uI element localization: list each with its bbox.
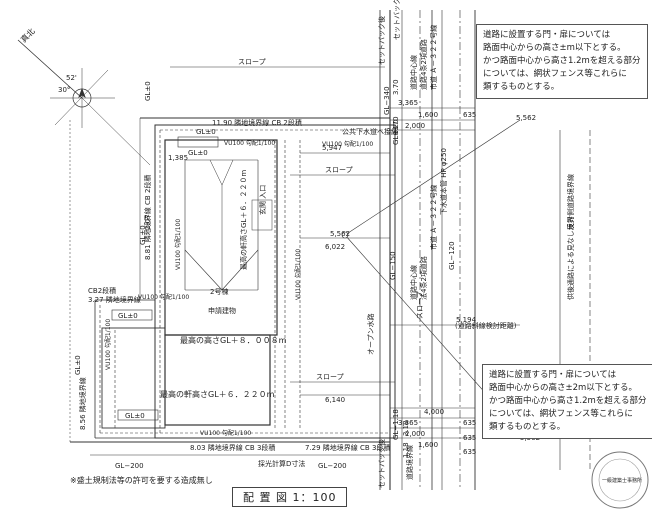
setback-bottom: セットバック後 — [377, 439, 386, 488]
main-gate: 公共下水道へ接続 — [342, 127, 398, 136]
boundary-bottom: 7.29 隣地境界線 CB 3段積 — [305, 443, 390, 452]
gl-minus120: GL−120 — [448, 241, 456, 270]
note-top-line-2: 路面中心からの高さ±m以下とする。 — [483, 43, 626, 53]
dim-635-b2: 635 — [463, 434, 476, 442]
dim-635-b3: 635 — [463, 448, 476, 456]
vu100-g: VU100 勾配1/100 — [104, 319, 112, 370]
dim-5194: 5,194 — [456, 316, 477, 324]
vu100-e: VU100 勾配1/100 — [294, 249, 302, 300]
north-arrow-icon — [17, 39, 151, 166]
dim-6022: 6,022 — [325, 243, 345, 251]
north-label: 真北 — [18, 26, 36, 44]
gl0-far-left-vertical: GL±0 — [139, 225, 147, 245]
gl-minus200-left: GL−200 — [115, 462, 144, 470]
road-kind: 道路4条2項道路 — [419, 39, 428, 90]
dim-1-18: 1.18 — [402, 442, 410, 458]
dim-3365-top: 3,365 — [398, 99, 418, 107]
slope-top: スロープ — [238, 58, 266, 66]
note-top-line-5: 類するものとする。 — [483, 82, 560, 92]
eave-height-2: 最高の軒高さGL＋６．２２０m — [160, 389, 275, 399]
sewer: 下水道本管 HP φ250 — [439, 148, 448, 215]
note-top-line-3: かつ路面中心から高さ1.2mを超える部分 — [483, 56, 641, 66]
vu100-f: VU100 勾配1/100 — [174, 219, 182, 270]
building-kind: 申請建物 — [208, 306, 236, 315]
boundary-bottom-left: 8.03 隣地境界線 CB 3段積 — [190, 443, 275, 452]
road-limit: (道路斜線検討距離) — [455, 321, 517, 330]
note-bottom-line-1: 道路に設置する門・扉については — [489, 370, 617, 380]
note-bottom-line-5: 類するものとする。 — [489, 422, 566, 432]
gl-minus340: GL−340 — [383, 86, 391, 115]
stamp-seal — [591, 451, 649, 509]
gl0-top-vertical: GL±0 — [144, 81, 152, 101]
dim-635-bot: 635 — [463, 419, 476, 427]
storm-line: 供後通路による見なし境界 — [566, 216, 575, 300]
note-bottom-line-4: については、網状フェンス等これらに — [489, 409, 633, 419]
building-no: 2号棟 — [210, 287, 228, 296]
dim-2000-bot: 2,000 — [405, 430, 425, 438]
note-bottom-line-3: かつ路面中心から高さ1.2mを超える部分 — [489, 396, 647, 406]
gl0-left: GL±0 — [118, 312, 138, 320]
road-kind-mid: 法4条2項道路 — [419, 256, 428, 300]
gl0-top: GL±0 — [196, 128, 216, 136]
dim-2000-top: 2,000 — [405, 122, 425, 130]
vu100-c: VU100 勾配1/100 — [138, 293, 189, 301]
cb2-label: CB2段積 — [88, 286, 116, 295]
north-angle-b: 52' — [66, 74, 77, 82]
note-box-top: 道路に設置する門・扉については 路面中心からの高さ±m以下とする。 かつ路面中心… — [476, 24, 648, 99]
dim-370: 3.70 — [392, 79, 400, 95]
vu100-d: VU100 勾配1/100 — [200, 429, 251, 437]
slope-bottom: スロープ — [316, 373, 344, 381]
dim-1600-bot: 1,600 — [418, 441, 438, 449]
road-legend: 道路境界線 — [405, 445, 414, 480]
vu100-b: VU100 勾配1/100 — [322, 140, 373, 148]
dim-5562-mid: 5,562 — [330, 230, 350, 238]
note-top-line-4: については、網状フェンス等これらに — [483, 69, 627, 79]
road-center-top: 道路中心線 — [409, 55, 418, 90]
road-center-mid: 道路中心線 — [409, 265, 418, 300]
dim-120: 1.20 — [392, 119, 400, 135]
max-height: 最高の高さGL＋８．００８m — [180, 335, 287, 345]
dim-635-top: 635 — [463, 111, 476, 119]
lighting-calc: 採光計算D寸法 — [258, 459, 305, 468]
road-name-mid: 市道 Ａ－３２２号線 — [429, 185, 438, 250]
slope-mid: スロープ — [325, 166, 353, 174]
dim-5947: 5,947 — [322, 144, 342, 152]
boundary-left2: 8.56 隣地境界線 — [78, 377, 87, 430]
footnote: ※盛土規制法等の許可を要する造成無し — [70, 476, 213, 485]
gl-minus118: GL−1.18 — [392, 409, 400, 440]
gl0-bottom: GL±0 — [125, 412, 145, 420]
boundary-left: 8.81 隣地境界線 CB 2段積 — [143, 175, 152, 260]
dim-3365-bot: 3,365 — [398, 419, 418, 427]
setback-label: セットバック線 — [392, 0, 401, 40]
boundary-top: 11.90 隣地境界線 CB 2段積 — [212, 118, 302, 127]
dim-207: 2.07 — [144, 214, 152, 230]
setback-top: セットバック後 — [377, 16, 386, 65]
open-channel: オープン水路 — [366, 313, 375, 355]
gl0-mid: GL±0 — [188, 149, 208, 157]
dim-4000: 4,000 — [424, 408, 444, 416]
dim-3-18: 3.18 — [402, 420, 410, 436]
stamp-text: 一級建築士事務所 — [602, 477, 642, 484]
drawing-caption: 配 置 図 1：100 — [232, 487, 348, 507]
gl-minus170: GL−170 — [392, 116, 400, 145]
north-angle-a: 30° — [58, 86, 70, 94]
entrance: 玄関 入口 — [258, 185, 267, 215]
road-side-label: 反対側道路境界線 — [566, 174, 575, 230]
gl0-left2-vertical: GL±0 — [74, 355, 82, 375]
eave-height-1: 最高の軒高さGL＋６．２２０m — [239, 170, 248, 270]
dim-1600-top: 1,600 — [418, 111, 438, 119]
gl-minus150: GL−150 — [389, 251, 397, 280]
dim-6140: 6,140 — [325, 396, 345, 404]
vu100-a: VU100 勾配1/100 — [224, 139, 275, 147]
note-box-bottom: 道路に設置する門・扉については 路面中心からの高さ±2m以下とする。 かつ路面中… — [482, 364, 652, 439]
gl-minus200-right: GL−200 — [318, 462, 347, 470]
road-name-top: 市道 Ａ－３２２号線 — [429, 25, 438, 90]
dim-5562-top: 5,562 — [516, 114, 536, 122]
cb-left: 3.27 隣地境界線 — [88, 295, 141, 304]
slope-right: スロープ — [416, 291, 424, 319]
note-bottom-line-2: 路面中心からの高さ±2m以下とする。 — [489, 383, 638, 393]
dim-1385: 1,385 — [168, 154, 188, 162]
note-top-line-1: 道路に設置する門・扉については — [483, 30, 611, 40]
